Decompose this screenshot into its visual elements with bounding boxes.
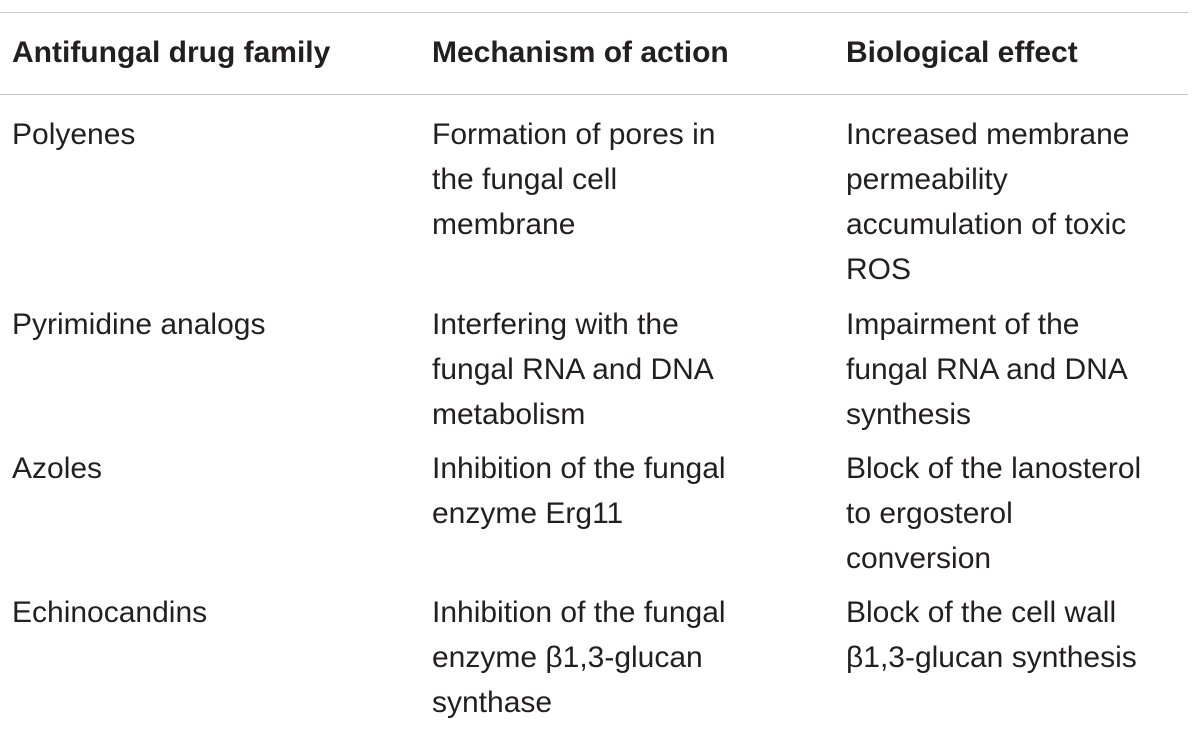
cell-line: ROS: [846, 253, 912, 286]
cell-line: Pyrimidine analogs: [12, 308, 266, 341]
row-polyenes-effect: Increased membrane permeability accumula…: [846, 112, 1188, 292]
row-polyenes-mechanism: Formation of pores in the fungal cell me…: [432, 112, 822, 247]
table-top-rule: [0, 12, 1188, 13]
row-echinocandins-family: Echinocandins: [12, 590, 412, 635]
cell-line: membrane: [432, 208, 576, 241]
cell-line: Azoles: [12, 452, 103, 485]
row-echinocandins-effect: Block of the cell wall β1,3-glucan synth…: [846, 590, 1188, 680]
cell-line: Inhibition of the fungal: [432, 596, 726, 629]
cell-line: conversion: [846, 542, 992, 575]
cell-line: synthase: [432, 686, 553, 719]
cell-line: Formation of pores in: [432, 118, 716, 151]
cell-line: enzyme Erg11: [432, 497, 624, 530]
row-pyrimidine-mechanism: Interfering with the fungal RNA and DNA …: [432, 302, 822, 437]
header-drug-family: Antifungal drug family: [12, 36, 331, 69]
cell-line: fungal RNA and DNA: [846, 353, 1128, 386]
cell-line: Inhibition of the fungal: [432, 452, 726, 485]
cell-line: to ergosterol: [846, 497, 1013, 530]
row-azoles-mechanism: Inhibition of the fungal enzyme Erg11: [432, 446, 822, 536]
header-mechanism: Mechanism of action: [432, 36, 729, 69]
header-biological-effect: Biological effect: [846, 36, 1078, 69]
cell-line: permeability: [846, 163, 1008, 196]
row-polyenes-family: Polyenes: [12, 112, 412, 157]
cell-line: metabolism: [432, 398, 586, 431]
cell-line: Impairment of the: [846, 308, 1080, 341]
cell-line: synthesis: [846, 398, 972, 431]
row-echinocandins-mechanism: Inhibition of the fungal enzyme β1,3-glu…: [432, 590, 822, 725]
cell-line: enzyme β1,3-glucan: [432, 641, 703, 674]
row-pyrimidine-family: Pyrimidine analogs: [12, 302, 412, 347]
cell-line: Interfering with the: [432, 308, 679, 341]
cell-line: Polyenes: [12, 118, 136, 151]
cell-line: β1,3-glucan synthesis: [846, 641, 1137, 674]
cell-line: Block of the lanosterol: [846, 452, 1142, 485]
row-azoles-effect: Block of the lanosterol to ergosterol co…: [846, 446, 1188, 581]
cell-line: fungal RNA and DNA: [432, 353, 714, 386]
row-pyrimidine-effect: Impairment of the fungal RNA and DNA syn…: [846, 302, 1188, 437]
cell-line: Echinocandins: [12, 596, 208, 629]
cell-line: Increased membrane: [846, 118, 1130, 151]
cell-line: accumulation of toxic: [846, 208, 1127, 241]
cell-line: the fungal cell: [432, 163, 618, 196]
row-azoles-family: Azoles: [12, 446, 412, 491]
cell-line: Block of the cell wall: [846, 596, 1117, 629]
header-rule: [0, 94, 1188, 95]
